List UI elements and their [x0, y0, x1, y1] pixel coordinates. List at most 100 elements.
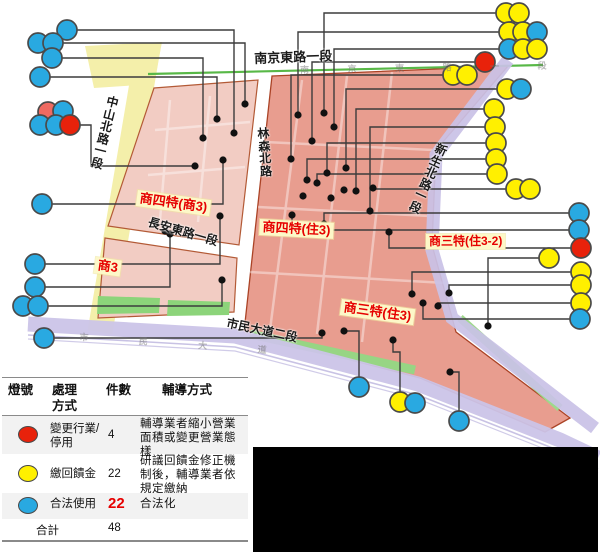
red-status-dot [59, 114, 81, 136]
blue-status-dot [24, 276, 46, 298]
connector-line [487, 257, 549, 326]
case-location-dot [166, 230, 174, 238]
yellow-status-dot [456, 64, 478, 86]
case-location-dot [484, 322, 492, 330]
case-location-dot [330, 123, 338, 131]
blue-status-dot [56, 19, 78, 41]
connector-line [326, 142, 496, 173]
connector-line [392, 340, 401, 402]
case-location-dot [230, 129, 238, 137]
case-location-dot [340, 186, 348, 194]
case-location-dot [340, 327, 348, 335]
blue-status-dot [33, 327, 55, 349]
xinsheng-road-band [425, 56, 599, 434]
connector-line [38, 280, 223, 307]
connector-line [311, 61, 485, 141]
case-location-dot [287, 155, 295, 163]
case-location-dot [320, 109, 328, 117]
zone-label-3: 商三特(住3-2) [426, 234, 506, 250]
table-rule-top [2, 377, 248, 378]
case-location-dot [191, 162, 199, 170]
blue-status-dot [41, 47, 63, 69]
case-location-dot [408, 290, 416, 298]
count-cell: 22 [108, 468, 121, 480]
connector-line [344, 330, 360, 387]
case-location-dot [385, 228, 393, 236]
case-location-dot [213, 115, 221, 123]
blue-status-dot [568, 219, 590, 241]
redaction-box [253, 447, 598, 552]
yellow-dot-legend [18, 465, 38, 482]
park-strip [167, 300, 230, 316]
case-location-dot [294, 111, 302, 119]
case-location-dot [219, 156, 227, 164]
blue-status-dot [348, 376, 370, 398]
yellow-status-dot [519, 178, 541, 200]
connector-line [67, 29, 235, 133]
case-location-dot [308, 137, 316, 145]
case-location-dot [342, 164, 350, 172]
red-status-dot [570, 237, 592, 259]
case-location-dot [313, 179, 321, 187]
connector-line [290, 74, 453, 159]
blue-status-dot [510, 78, 532, 100]
table-row-yellow: 繳回饋金 22 研議回饋金修正機制後，輔導業者依規定繳納 [2, 454, 248, 495]
table-row-blue: 合法使用 22 合法化 [2, 493, 248, 519]
yellow-status-dot [538, 247, 560, 269]
connector-line [40, 76, 218, 119]
case-location-dot [318, 329, 326, 337]
connector-line [345, 88, 507, 168]
table-rule-bottom [2, 540, 248, 542]
case-location-dot [419, 299, 427, 307]
blue-status-dot [569, 308, 591, 330]
case-location-dot [216, 212, 224, 220]
blue-status-dot [448, 410, 470, 432]
connector-line [355, 108, 494, 191]
count-cell-highlight: 22 [108, 495, 125, 512]
connector-line [297, 31, 509, 115]
connector-line [323, 12, 506, 113]
connector-line [448, 284, 581, 293]
yellow-status-dot [526, 38, 548, 60]
connector-line [42, 160, 224, 205]
guidance-cell: 輔導業者縮小營業面積或變更營業態樣 [140, 418, 236, 458]
case-location-dots [161, 100, 492, 376]
yellow-status-dot [486, 163, 508, 185]
yellow-status-dot [570, 274, 592, 296]
table-row-red: 變更行業/停用 4 輔導業者縮小營業面積或變更營業態樣 [2, 416, 248, 458]
blue-status-dot [29, 66, 51, 88]
method-cell: 繳回饋金 [50, 468, 96, 480]
count-cell: 4 [108, 429, 115, 441]
table-rule-header [2, 415, 248, 416]
civic-blvd-band [27, 316, 600, 465]
connector-line [306, 158, 496, 180]
case-location-dot [434, 302, 442, 310]
case-location-dot [218, 276, 226, 284]
connector-line [323, 212, 579, 224]
red-status-dot [474, 51, 496, 73]
yellow-status-dot [508, 2, 530, 24]
connector-line [437, 302, 581, 306]
connector-line [52, 57, 204, 138]
park-strip [97, 296, 160, 314]
yellow-status-dot [483, 98, 505, 120]
total-label: 合計 [36, 525, 59, 537]
connector-lines [35, 12, 581, 421]
total-count: 48 [108, 522, 121, 534]
connector-line [35, 234, 171, 288]
case-location-dot [299, 192, 307, 200]
case-location-dot [288, 211, 296, 219]
col-header-light: 燈號 [8, 383, 34, 397]
case-location-dot [303, 176, 311, 184]
status-dots [12, 2, 592, 432]
case-location-dot [199, 134, 207, 142]
connector-line [369, 126, 495, 211]
connector-line [388, 232, 581, 249]
case-location-dot [366, 207, 374, 215]
blue-status-dot [24, 253, 46, 275]
connector-line [53, 42, 246, 104]
col-header-count: 件數 [106, 383, 132, 397]
connector-line [422, 303, 580, 320]
